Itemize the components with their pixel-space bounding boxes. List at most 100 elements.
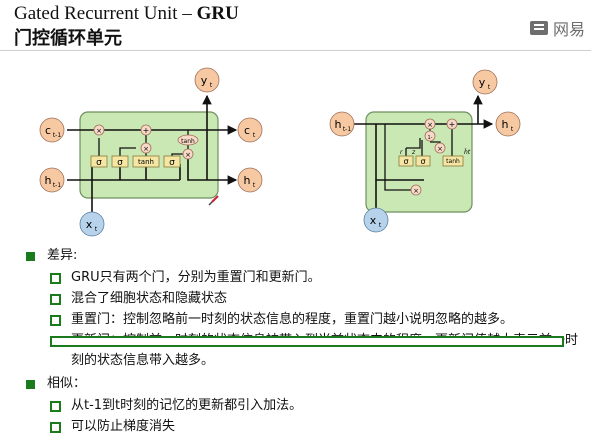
title-english-prefix: Gated Recurrent Unit – — [14, 3, 197, 24]
svg-text:c: c — [244, 124, 250, 137]
svg-text:x: x — [370, 214, 377, 227]
brand-book-icon — [529, 21, 548, 35]
svg-text:×: × — [143, 145, 149, 153]
svg-text:h: h — [244, 174, 251, 187]
bullet-hollow-square-icon — [50, 336, 564, 347]
bullet-hollow-square-icon — [50, 294, 61, 305]
list-item: 更新门：控制前一时刻的状态信息被带入到当前状态中的程度，更新门值越大表示前一时刻… — [0, 331, 591, 371]
bullet-hollow-square-icon — [50, 273, 61, 284]
lstm-input-x: x t — [79, 211, 105, 237]
lstm-multiply-input-op: × — [140, 142, 152, 154]
svg-text:×: × — [185, 151, 191, 159]
lstm-output-h: h t — [237, 167, 263, 193]
svg-text:+: + — [449, 120, 456, 129]
gru-output-h: h t — [495, 111, 521, 137]
svg-text:σ: σ — [169, 158, 175, 168]
svg-text:×: × — [427, 121, 433, 129]
svg-text:t: t — [253, 182, 256, 189]
lstm-gate-output: σ — [163, 155, 181, 168]
svg-text:t: t — [511, 126, 514, 133]
svg-text:y: y — [479, 76, 486, 89]
svg-text:tanh: tanh — [181, 138, 195, 145]
svg-text:t: t — [379, 222, 382, 229]
lstm-tanh-op: tanh — [177, 134, 199, 146]
list-item: 重置门：控制忽略前一时刻的状态信息的程度，重置门越小说明忽略的越多。 — [0, 310, 591, 330]
svg-text:tanh: tanh — [138, 158, 154, 166]
gru-multiply-update-op: × — [434, 142, 446, 154]
lstm-gate-forget: σ — [90, 155, 108, 168]
lstm-input-h: h t-1 — [39, 167, 65, 193]
svg-text:t: t — [210, 82, 213, 89]
svg-text:σ: σ — [403, 157, 408, 166]
lstm-gate-candidate: tanh — [132, 155, 160, 168]
gru-input-h: h t-1 — [329, 111, 355, 137]
svg-text:×: × — [96, 127, 102, 135]
svg-text:+: + — [143, 126, 150, 135]
list-item: 从t-1到t时刻的记忆的更新都引入加法。 — [0, 396, 591, 416]
svg-text:σ: σ — [96, 158, 102, 168]
lstm-gate-input: σ — [111, 155, 129, 168]
bullet-hollow-square-icon — [50, 315, 61, 326]
pen-cursor-icon — [208, 195, 219, 206]
gru-add-op: + — [446, 118, 458, 130]
lstm-hidden-output-line — [187, 158, 238, 185]
list-item: 混合了细胞状态和隐藏状态 — [0, 289, 591, 309]
header-divider — [0, 50, 591, 51]
lstm-add-op: + — [140, 124, 152, 136]
lstm-output-c: c t — [237, 117, 263, 143]
lstm-output-y: y t — [194, 67, 220, 93]
svg-text:y: y — [201, 74, 208, 87]
bullet-square-icon — [26, 252, 35, 261]
lstm-input-c: c t-1 — [39, 117, 65, 143]
svg-text:t: t — [95, 226, 98, 233]
gru-h-tilde-label: h̃t — [463, 149, 470, 156]
lstm-multiply-output-op: × — [182, 148, 194, 160]
title-chinese: 门控循环单元 — [14, 28, 122, 49]
svg-text:h: h — [45, 174, 52, 187]
svg-text:1-: 1- — [428, 135, 433, 141]
svg-text:σ: σ — [117, 158, 123, 168]
brand-name: 网易 — [552, 20, 585, 39]
gru-cell-diagram: σ σ tanh r z h̃t × + 1- × — [329, 69, 521, 233]
svg-text:t: t — [253, 132, 256, 139]
list-item: 可以防止梯度消失 — [0, 417, 591, 437]
gru-multiply-keep-op: × — [424, 118, 436, 130]
svg-text:σ: σ — [420, 157, 425, 166]
svg-text:t-1: t-1 — [53, 182, 62, 189]
brand-logo: 网易 — [529, 16, 585, 40]
svg-text:h: h — [335, 118, 342, 131]
lstm-cell-diagram: σ σ tanh σ × + × tanh — [39, 67, 263, 237]
gru-output-y: y t — [472, 69, 498, 95]
svg-text:t: t — [488, 84, 491, 91]
section-heading: 相似： — [47, 376, 87, 391]
gru-input-x: x t — [363, 207, 389, 233]
svg-text:h: h — [502, 118, 509, 131]
bullet-hollow-square-icon — [50, 401, 61, 412]
svg-text:c: c — [45, 124, 51, 137]
svg-text:t-1: t-1 — [343, 126, 352, 133]
gru-one-minus-op: 1- — [424, 130, 436, 142]
section-differences: 差异: — [0, 246, 591, 268]
lstm-vs-gru-diagram: σ σ tanh σ × + × tanh — [39, 67, 521, 237]
bullet-list: 差异: GRU只有两个门，分别为重置门和更新门。 混合了细胞状态和隐藏状态 重置… — [0, 246, 591, 438]
bullet-square-icon — [26, 380, 35, 389]
section-heading: 差异: — [47, 248, 78, 263]
gru-gate-reset: σ — [398, 155, 414, 167]
gru-gate-update: σ — [415, 155, 431, 167]
svg-text:t-1: t-1 — [53, 132, 62, 139]
gru-z-label: z — [411, 149, 416, 156]
svg-text:x: x — [86, 218, 93, 231]
svg-text:×: × — [413, 187, 419, 195]
svg-text:tanh: tanh — [446, 158, 460, 165]
svg-text:×: × — [437, 145, 443, 153]
gru-r-label: r — [400, 149, 403, 156]
title-english: Gated Recurrent Unit – GRU — [14, 3, 239, 25]
gru-gate-candidate: tanh — [442, 155, 464, 167]
list-item: GRU只有两个门，分别为重置门和更新门。 — [0, 268, 591, 288]
lstm-cell-box — [79, 111, 219, 199]
lstm-multiply-forget-op: × — [93, 124, 105, 136]
bullet-hollow-square-icon — [50, 422, 61, 433]
gru-multiply-reset-op: × — [410, 184, 422, 196]
title-english-bold: GRU — [196, 3, 239, 24]
section-similarities: 相似： — [0, 374, 591, 396]
